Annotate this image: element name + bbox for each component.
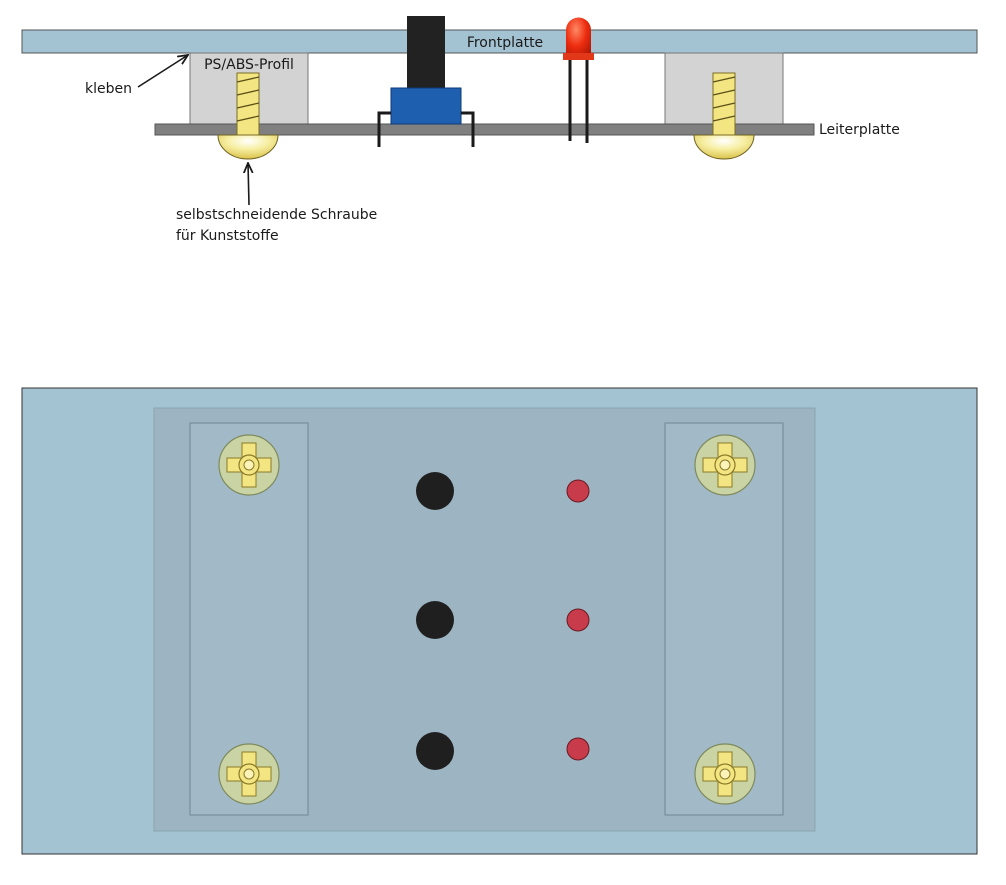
- pcb-label: Leiterplatte: [819, 122, 900, 138]
- led-top-3: [566, 737, 590, 761]
- led-side: [563, 17, 594, 143]
- led-dome: [566, 17, 591, 58]
- screws-top: [218, 434, 756, 805]
- glue-arrow: [137, 55, 188, 88]
- screw-head-left: [217, 134, 279, 160]
- screw-label-line2: für Kunststoffe: [176, 228, 279, 244]
- profile-label: PS/ABS-Profil: [204, 57, 294, 73]
- screw-top-bl: [218, 743, 280, 805]
- side-view: Frontplatte PS/ABS-Profil Leiterplatte: [21, 16, 978, 244]
- pcb: [154, 123, 815, 136]
- screw-label-line1: selbstschneidende Schraube: [176, 207, 377, 223]
- screw-top-br: [694, 743, 756, 805]
- led-top-1: [566, 479, 590, 503]
- screw-top-tr: [694, 434, 756, 496]
- button-top-1: [416, 472, 454, 510]
- button-cap: [407, 16, 445, 90]
- screw-right: [693, 72, 755, 160]
- screw-top-tl: [218, 434, 280, 496]
- screw-head-right: [693, 134, 755, 160]
- button-body: [390, 87, 462, 125]
- front-panel-label: Frontplatte: [467, 35, 543, 51]
- push-button-side: [377, 16, 475, 147]
- led-top-2: [566, 608, 590, 632]
- button-top-2: [416, 601, 454, 639]
- button-top-3: [416, 732, 454, 770]
- screw-arrow: [248, 163, 249, 206]
- led-flange: [563, 53, 594, 60]
- glue-label: kleben: [85, 81, 132, 97]
- front-panel: [21, 29, 978, 54]
- top-view: [21, 387, 978, 855]
- button-leg-right: [461, 111, 475, 147]
- screw-left: [217, 72, 279, 160]
- button-leg-left: [377, 111, 391, 147]
